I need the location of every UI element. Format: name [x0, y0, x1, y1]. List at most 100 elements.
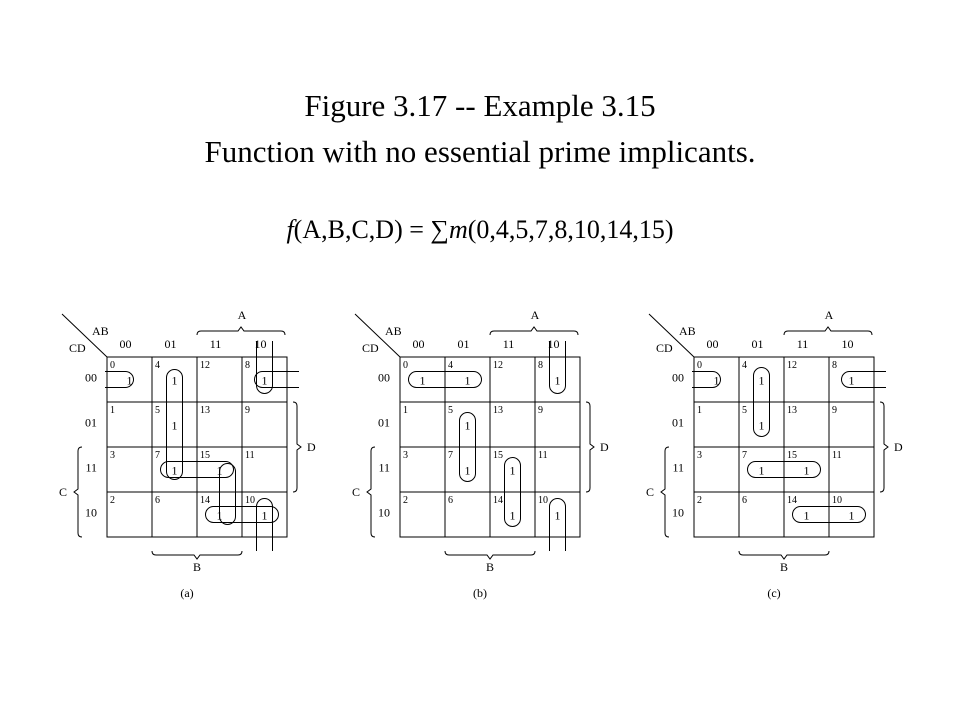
kmap-one-value: 1	[510, 464, 516, 478]
kmap-cell-number: 2	[697, 495, 702, 506]
group-m7-m15	[160, 461, 234, 478]
kmap-row-header: 10	[378, 506, 390, 520]
group-m5-m7	[459, 412, 476, 482]
kmap-row-header: 01	[378, 416, 390, 430]
kmap-brace-b	[151, 550, 243, 560]
group-m0-m8-right	[841, 371, 886, 388]
kmap-one-value: 1	[759, 464, 765, 478]
kmap-row-header: 11	[378, 461, 390, 475]
kmap-cell-number: 11	[538, 450, 548, 461]
kmap-row-header: 00	[378, 371, 390, 385]
minterm-list: (0,4,5,7,8,10,14,15)	[467, 215, 674, 244]
kmap-one-value: 1	[849, 509, 855, 523]
kmap-brace-a	[196, 326, 286, 336]
sigma-symbol: ∑	[430, 215, 449, 244]
group-m0-m8-left	[105, 371, 134, 388]
kmap-brace-c	[660, 446, 670, 538]
kmap-cell-number: 11	[832, 450, 842, 461]
figure-title: Figure 3.17 -- Example 3.15	[304, 88, 656, 123]
kmap-var-c-label: C	[59, 485, 67, 499]
kmap-cell-number: 0	[697, 360, 702, 371]
kmap-cell-number: 9	[245, 405, 250, 416]
kmap-col-var-label: AB	[385, 324, 402, 338]
kmap-one-value: 1	[127, 374, 133, 388]
kmap-col-header: 00	[413, 337, 425, 351]
minterm-symbol: m	[448, 215, 468, 244]
kmap-brace-d	[585, 401, 595, 493]
kmap-one-value: 1	[759, 374, 765, 388]
kmap-cell-number: 9	[538, 405, 543, 416]
kmap-row-var-label: CD	[362, 341, 379, 355]
kmap-cell-number: 6	[448, 495, 453, 506]
function-formula: f(A,B,C,D) = ∑m(0,4,5,7,8,10,14,15)	[0, 214, 960, 246]
kmap-var-b-label: B	[486, 560, 494, 574]
kmap-row-header: 00	[85, 371, 97, 385]
group-m8-m10-top	[256, 341, 273, 394]
kmap-var-c-label: C	[646, 485, 654, 499]
kmap-one-value: 1	[262, 374, 268, 388]
kmap-brace-c	[73, 446, 83, 538]
kmap-row-header: 10	[672, 506, 684, 520]
kmap-cell-number: 15	[493, 450, 503, 461]
kmap-brace-b	[738, 550, 830, 560]
kmap-cell-number: 13	[787, 405, 797, 416]
kmap-cell-number: 9	[832, 405, 837, 416]
kmap-cell-number: 13	[200, 405, 210, 416]
kmap-col-header: 11	[503, 337, 515, 351]
kmap-cell-number: 15	[787, 450, 797, 461]
kmap-groupings	[408, 341, 566, 551]
kmap-col-header: 01	[752, 337, 764, 351]
kmap-col-header: 11	[210, 337, 222, 351]
kmap-one-value: 1	[714, 374, 720, 388]
kmap-cell-number: 3	[403, 450, 408, 461]
group-m15-m14	[504, 457, 521, 527]
kmap-grid	[399, 356, 581, 538]
function-name: f	[286, 215, 294, 244]
kmap-row-var-label: CD	[656, 341, 673, 355]
kmap-cell-number: 3	[110, 450, 115, 461]
kmap-row-header: 10	[85, 506, 97, 520]
kmap-one-value: 1	[465, 374, 471, 388]
kmap-one-value: 1	[759, 419, 765, 433]
kmap-groupings	[105, 341, 299, 551]
kmap-cell-number: 13	[493, 405, 503, 416]
kmap-cell-number: 1	[110, 405, 115, 416]
kmap-cell-number: 12	[200, 360, 210, 371]
kmap-cell-number: 2	[403, 495, 408, 506]
kmap-grid	[693, 356, 875, 538]
group-m8-m10-bottom	[549, 498, 566, 551]
kmap-cell-number: 11	[245, 450, 255, 461]
kmap-cell-number: 6	[155, 495, 160, 506]
kmap-caption: (a)	[180, 586, 193, 600]
kmap-cell-number: 2	[110, 495, 115, 506]
kmap-col-header: 11	[797, 337, 809, 351]
kmap-cell-number: 8	[832, 360, 837, 371]
kmap-one-value: 1	[555, 374, 561, 388]
kmap-var-a-label: A	[825, 308, 834, 322]
kmap-caption: (b)	[473, 586, 487, 600]
kmap-one-value: 1	[172, 419, 178, 433]
kmap-corner-diagonal	[648, 313, 695, 358]
kmap-var-c-label: C	[352, 485, 360, 499]
group-m0-m4	[408, 371, 482, 388]
kmap-col-var-label: AB	[92, 324, 109, 338]
kmap-var-a-label: A	[238, 308, 247, 322]
kmap-one-value: 1	[172, 464, 178, 478]
group-m4-m5	[753, 367, 770, 437]
kmap-cell-number: 4	[448, 360, 453, 371]
kmap-cell-number: 1	[697, 405, 702, 416]
kmap-cell-number: 14	[787, 495, 797, 506]
kmap-grid	[106, 356, 288, 538]
kmap-cell-number: 5	[448, 405, 453, 416]
kmap-cell-number: 12	[493, 360, 503, 371]
kmap-cell-number: 7	[448, 450, 453, 461]
kmap-groupings	[692, 367, 886, 523]
kmap-one-value: 1	[262, 509, 268, 523]
figure-subtitle: Function with no essential prime implica…	[204, 134, 756, 169]
kmap-one-value: 1	[420, 374, 426, 388]
kmap-brace-a	[783, 326, 873, 336]
group-m8-m10-top	[549, 341, 566, 394]
